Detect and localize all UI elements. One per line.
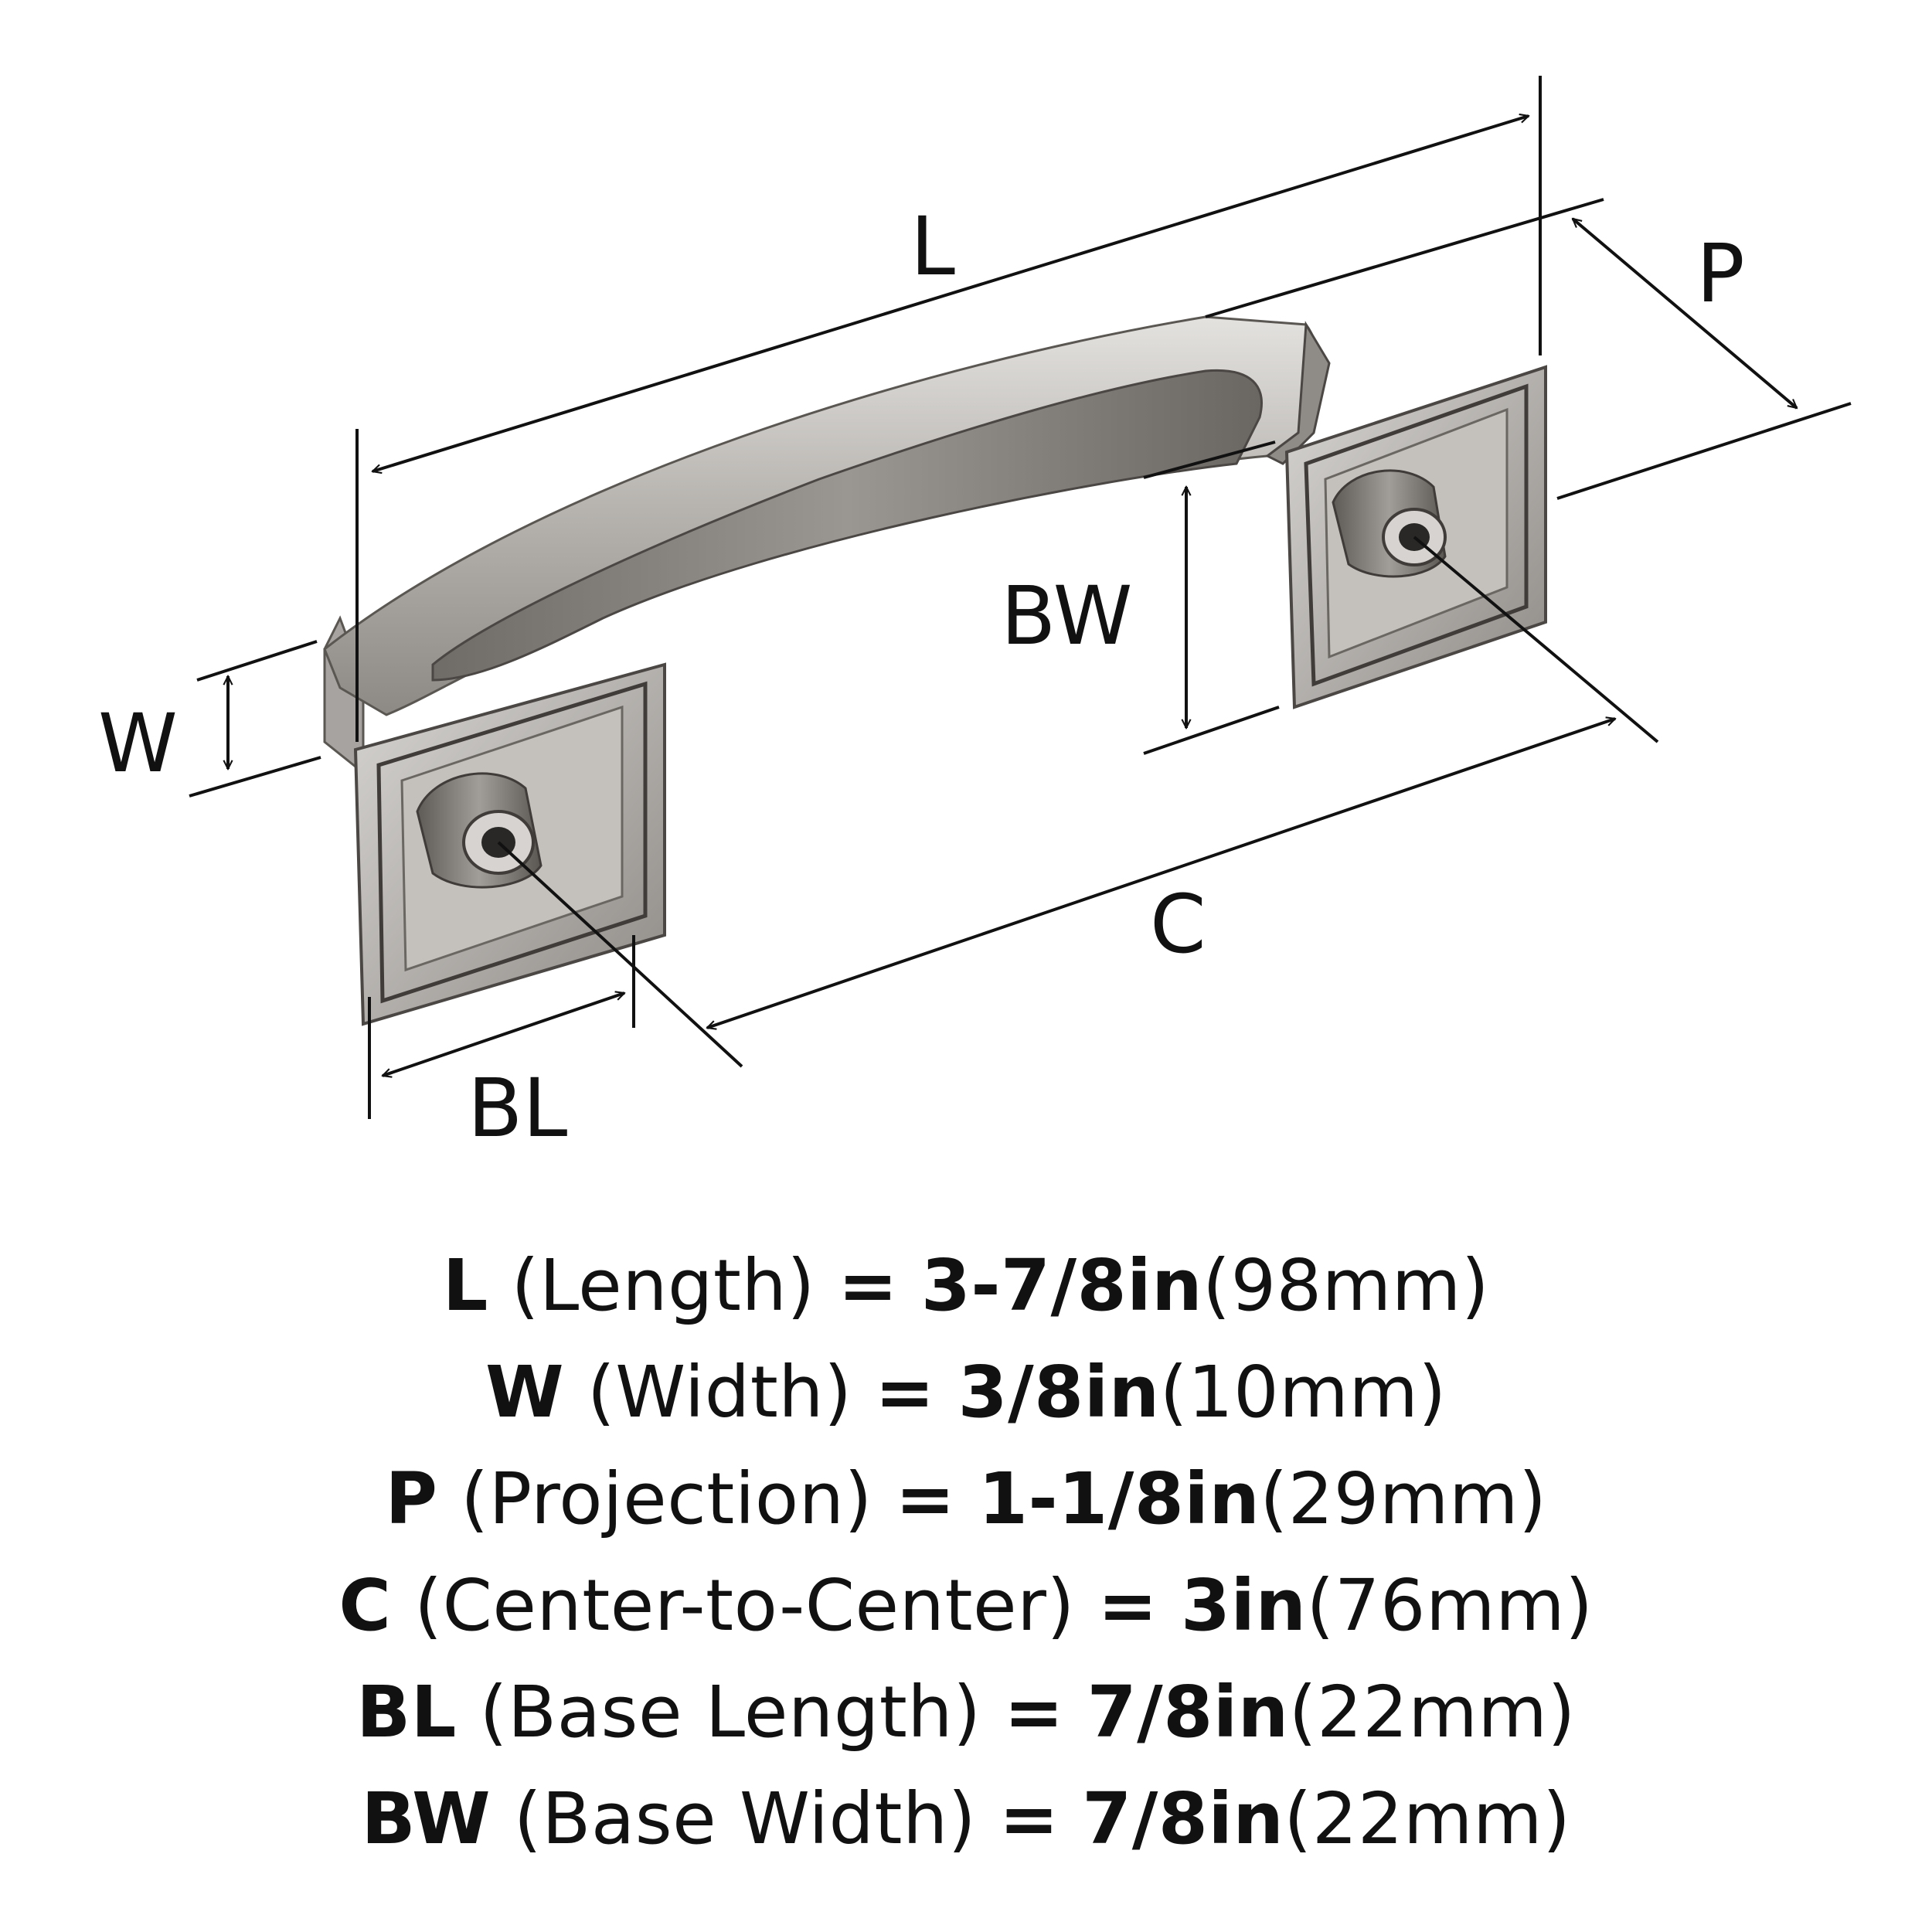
spec-metric: (76mm) (1306, 1564, 1594, 1647)
spec-imperial: 1-1/8in (978, 1458, 1260, 1540)
spec-metric: (29mm) (1260, 1458, 1547, 1540)
spec-name: (Center-to-Center) (414, 1564, 1075, 1647)
spec-imperial: 7/8in (1082, 1777, 1284, 1860)
spec-name: (Base Length) (479, 1671, 981, 1753)
extension-line-w-bottom (189, 756, 321, 798)
extension-line-bw-bottom (1143, 706, 1280, 755)
dimension-line-L (372, 116, 1529, 471)
center-line-right (1413, 536, 1659, 743)
extension-line-p-bottom (1556, 402, 1852, 500)
extension-line-w-top (196, 640, 318, 682)
center-line-left (497, 841, 743, 1068)
spec-metric: (98mm) (1202, 1244, 1490, 1327)
label-BL: BL (468, 1061, 567, 1155)
spec-length: L (Length) = 3-7/8in(98mm) (0, 1233, 1932, 1339)
spec-equals: = (1004, 1671, 1064, 1753)
spec-imperial: 3-7/8in (920, 1244, 1203, 1327)
spec-abbr: BL (356, 1671, 457, 1753)
spec-imperial: 7/8in (1087, 1671, 1289, 1753)
spec-imperial: 3/8in (957, 1351, 1160, 1434)
spec-center-to-center: C (Center-to-Center) = 3in(76mm) (0, 1553, 1932, 1659)
dimension-line-C (707, 719, 1615, 1028)
spec-equals: = (895, 1458, 956, 1540)
spec-equals: = (838, 1244, 899, 1327)
spec-abbr: P (385, 1458, 438, 1540)
spec-imperial: 3in (1180, 1564, 1307, 1647)
spec-abbr: C (338, 1564, 392, 1647)
spec-equals: = (875, 1351, 935, 1434)
spec-abbr: BW (361, 1777, 492, 1860)
spec-base-width: BW (Base Width) = 7/8in(22mm) (0, 1766, 1932, 1872)
cabinet-pull-illustration (323, 315, 1547, 1026)
extension-line-bw-top (1143, 440, 1276, 479)
spec-name: (Width) (587, 1351, 852, 1434)
spec-abbr: W (485, 1351, 565, 1434)
spec-equals: = (998, 1777, 1060, 1860)
spec-abbr: L (442, 1244, 488, 1327)
label-C: C (1150, 877, 1206, 971)
spec-list: L (Length) = 3-7/8in(98mm) W (Width) = 3… (0, 1233, 1932, 1872)
spec-name: (Length) (511, 1244, 815, 1327)
spec-equals: = (1097, 1564, 1158, 1647)
label-L: L (910, 199, 955, 294)
label-P: P (1696, 226, 1745, 321)
left-base-plate (353, 662, 666, 1026)
dimension-line-BL (383, 993, 624, 1076)
spec-metric: (10mm) (1159, 1351, 1447, 1434)
dimension-line-P (1573, 217, 1797, 410)
label-BW: BW (1001, 569, 1132, 663)
spec-metric: (22mm) (1288, 1671, 1576, 1753)
dimension-lines (189, 76, 1852, 1119)
spec-base-length: BL (Base Length) = 7/8in(22mm) (0, 1659, 1932, 1766)
spec-projection: P (Projection) = 1-1/8in(29mm) (0, 1446, 1932, 1553)
spec-metric: (22mm) (1284, 1777, 1571, 1860)
label-W: W (98, 696, 178, 791)
spec-width: W (Width) = 3/8in(10mm) (0, 1339, 1932, 1446)
extension-line-p-top (1205, 198, 1604, 318)
spec-name: (Projection) (461, 1458, 872, 1540)
spec-name: (Base Width) (513, 1777, 977, 1860)
